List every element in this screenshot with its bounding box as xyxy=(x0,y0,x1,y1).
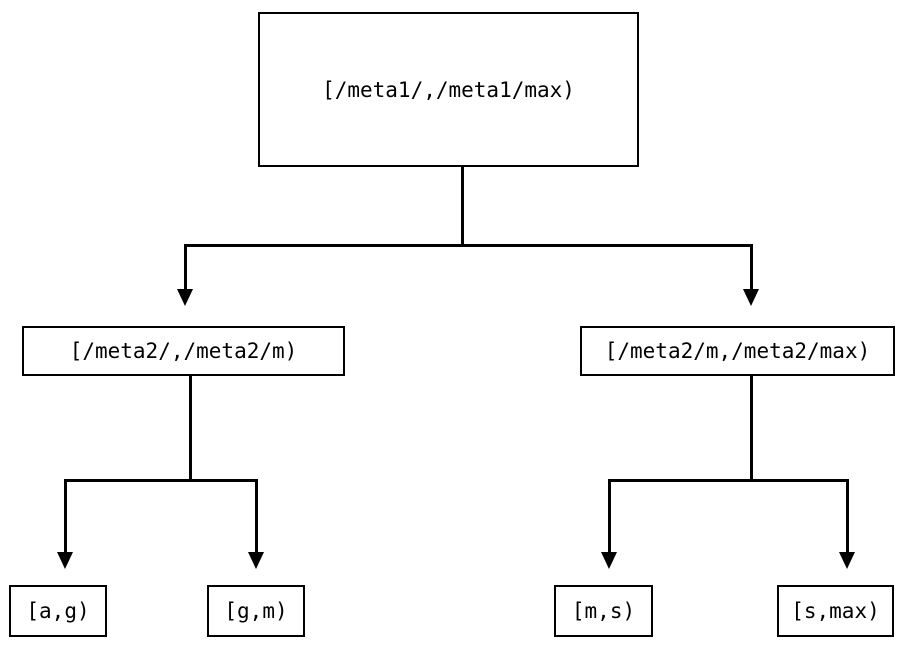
tree-node-root-label: [/meta1/,/meta1/max) xyxy=(322,77,575,102)
tree-node-mid-right[interactable]: [/meta2/m,/meta2/max) xyxy=(580,326,895,376)
edge-mid-right-bus-left xyxy=(608,479,753,482)
edge-root-to-mid-right xyxy=(750,244,753,293)
arrowhead-down-icon xyxy=(57,552,73,569)
tree-node-mid-left[interactable]: [/meta2/,/meta2/m) xyxy=(22,326,345,376)
tree-node-leaf-gm[interactable]: [g,m) xyxy=(207,585,305,637)
edge-mid-left-bus-left xyxy=(64,479,192,482)
edge-root-bus xyxy=(184,244,753,247)
arrowhead-down-icon xyxy=(839,552,855,569)
edge-mid-right-to-leaf-smax xyxy=(846,479,849,556)
edge-mid-left-bus-right xyxy=(189,479,258,482)
edge-mid-right-stem xyxy=(750,376,753,481)
tree-node-leaf-ag[interactable]: [a,g) xyxy=(9,585,107,637)
tree-node-root[interactable]: [/meta1/,/meta1/max) xyxy=(258,12,639,167)
tree-node-leaf-ms[interactable]: [m,s) xyxy=(554,585,653,637)
edge-mid-left-stem xyxy=(189,376,192,481)
edge-mid-right-bus-right xyxy=(750,479,849,482)
edge-mid-left-to-leaf-ag xyxy=(64,479,67,556)
edge-mid-right-to-leaf-ms xyxy=(608,479,611,556)
arrowhead-down-icon xyxy=(248,552,264,569)
tree-node-leaf-smax[interactable]: [s,max) xyxy=(777,585,894,637)
tree-node-leaf-smax-label: [s,max) xyxy=(791,599,880,623)
tree-node-leaf-ag-label: [a,g) xyxy=(26,599,90,623)
edge-mid-left-to-leaf-gm xyxy=(255,479,258,556)
arrowhead-down-icon xyxy=(601,552,617,569)
tree-node-mid-right-label: [/meta2/m,/meta2/max) xyxy=(604,339,871,363)
edge-root-stem xyxy=(461,167,464,246)
tree-node-leaf-ms-label: [m,s) xyxy=(571,599,636,623)
arrowhead-down-icon xyxy=(177,289,193,306)
edge-root-to-mid-left xyxy=(184,244,187,293)
tree-node-leaf-gm-label: [g,m) xyxy=(224,599,288,623)
arrowhead-down-icon xyxy=(743,289,759,306)
tree-node-mid-left-label: [/meta2/,/meta2/m) xyxy=(69,339,298,363)
